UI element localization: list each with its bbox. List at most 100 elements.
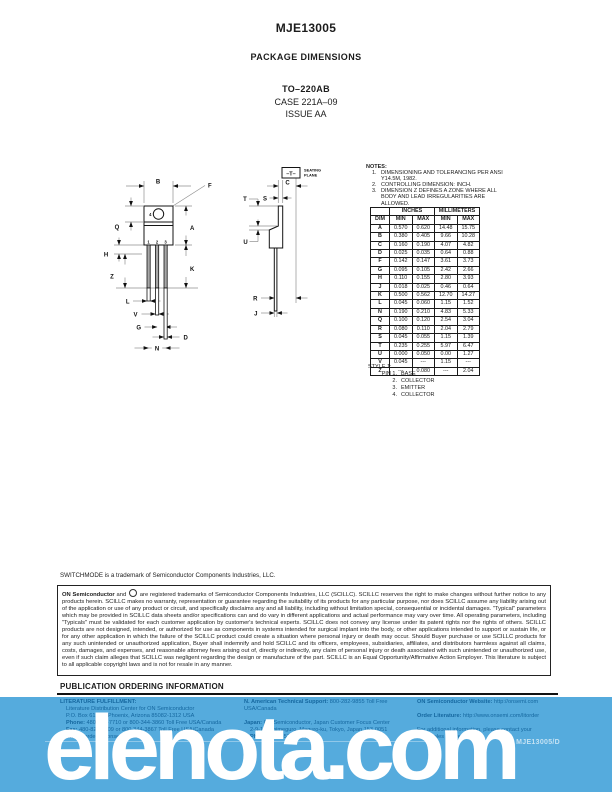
dim-label-j: J — [254, 311, 257, 317]
mounting-hole — [152, 208, 165, 220]
dim-label-g: G — [136, 325, 141, 331]
dim-label-r: R — [253, 296, 258, 302]
seating-plane-label-line1: SEATING — [304, 168, 321, 173]
footer-line: Fax: 480-829-7709 or 800-344-3867 Toll F… — [66, 727, 214, 733]
dim-label-b: B — [156, 180, 161, 186]
package-name: TO–220AB — [282, 84, 330, 94]
footer-line: local Sales Representative. — [417, 734, 485, 740]
document-number: MJE13005/D — [516, 739, 560, 746]
footer-column: N. American Technical Support: 800-282-9… — [244, 699, 390, 741]
millimeters-group-header: MILLIMETERS — [434, 206, 480, 217]
dim-label-f: F — [208, 184, 212, 190]
footer-line: 2-9-1 Kamimeguro, Meguro-ku, Tokyo, Japa… — [250, 727, 388, 733]
dim-label-d: D — [184, 335, 189, 341]
note-item: 1.DIMENSIONING AND TOLERANCING PER ANSI … — [372, 170, 503, 183]
footer-line: Order Literature: http://www.onsemi.com/… — [417, 713, 540, 719]
pin-3-label: 3 — [164, 239, 167, 244]
pin-2-label: 2 — [156, 239, 159, 244]
dim-label-u: U — [243, 240, 247, 246]
note-item: 3.DIMENSION Z DEFINES A ZONE WHERE ALL B… — [372, 188, 497, 207]
footer-line: USA/Canada — [244, 706, 277, 712]
trademark-note: SWITCHMODE is a trademark of Semiconduct… — [60, 572, 276, 579]
watermark-band: LITERATURE FULFILLMENT:Literature Distri… — [0, 697, 612, 799]
package-body-front — [143, 205, 174, 246]
side-profile — [268, 205, 284, 249]
disclaimer-text: are registered trademarks of Semiconduct… — [62, 592, 546, 669]
package-identification: TO–220AB CASE 221A–09 ISSUE AA — [0, 83, 612, 121]
disclaimer-conjunction: and — [114, 592, 128, 598]
footer-line: Phone: 480-829-7710 or 800-344-3860 Toll… — [66, 720, 222, 726]
front-view: 4 1 2 3 B F Q A K H Z L V G D N — [104, 180, 212, 353]
footer-line: Literature Distribution Center for ON Se… — [66, 706, 195, 712]
footer-line: For additional information, please conta… — [417, 727, 532, 733]
lead-1 — [146, 244, 151, 289]
style-heading: STYLE 1: — [368, 364, 392, 370]
dim-row: Z---0.080---2.04 — [370, 366, 480, 377]
lead-3 — [163, 244, 168, 289]
package-issue: ISSUE AA — [285, 109, 327, 119]
dimension-lines-side — [249, 178, 308, 317]
dimension-table-column-header: DIM MIN MAX MIN MAX — [370, 215, 480, 225]
side-lead — [273, 247, 278, 312]
footer-line: Japan: ON Semiconductor, Japan Customer … — [244, 720, 390, 726]
footer-line: ON Semiconductor Website: http://onsemi.… — [417, 699, 539, 705]
dim-label-k: K — [190, 267, 195, 273]
package-drawing: 4 1 2 3 B F Q A K H Z L V G D N — [104, 167, 321, 353]
inches-group-header: INCHES — [389, 206, 435, 217]
seating-plane-datum-box — [281, 167, 301, 179]
package-case: CASE 221A–09 — [274, 96, 338, 107]
dim-label-h: H — [104, 253, 108, 259]
watermark-text: elenota.com — [44, 697, 521, 799]
section-divider — [57, 693, 558, 695]
footer-line: Phone: 81-3-5773-3850 — [250, 734, 311, 740]
dim-label-v: V — [133, 312, 137, 318]
dim-label-a: A — [190, 226, 195, 232]
footer-line: LITERATURE FULFILLMENT: — [60, 699, 137, 705]
footer-separator — [45, 741, 427, 742]
page-title: MJE13005 — [275, 21, 337, 35]
note-item: 2.CONTROLLING DIMENSION: INCH. — [372, 182, 472, 189]
footer-column: LITERATURE FULFILLMENT:Literature Distri… — [60, 699, 221, 741]
pin-function-row: 2.COLLECTOR — [392, 377, 435, 384]
seating-plane-ref-label: –T– — [286, 172, 295, 178]
dim-label-t: T — [243, 197, 247, 203]
disclaimer-lead: ON Semiconductor — [62, 592, 115, 598]
dim-label-n: N — [155, 346, 159, 352]
pin-function-row: 4.COLLECTOR — [392, 391, 435, 398]
seating-plane-label-line2: PLANE — [304, 172, 318, 177]
dim-label-q: Q — [115, 225, 120, 231]
notes-list: 1.DIMENSIONING AND TOLERANCING PER ANSI … — [366, 170, 512, 207]
dim-label-z: Z — [110, 275, 114, 281]
dimension-table-group-header: INCHES MILLIMETERS — [370, 206, 480, 217]
footer-line: P.O. Box 61312, Phoenix, Arizona 85082-1… — [66, 713, 195, 719]
pin-1-label: 1 — [147, 239, 150, 244]
dim-label-s: S — [263, 196, 267, 202]
pin-function-row: 3.EMITTER — [392, 384, 426, 391]
pin-function-row: PIN 1.BASE — [381, 370, 416, 377]
footer-column: ON Semiconductor Website: http://onsemi.… — [417, 699, 539, 741]
pin-4-label: 4 — [149, 212, 152, 217]
footer-line: Email: orderlit@onsemi.com — [66, 734, 138, 740]
on-semiconductor-logo-icon — [128, 589, 137, 597]
notes-heading: NOTES: — [366, 164, 387, 170]
notes-section: NOTES: 1.DIMENSIONING AND TOLERANCING PE… — [366, 164, 512, 207]
footer-line: N. American Technical Support: 800-282-9… — [244, 699, 388, 705]
dimension-table: INCHES MILLIMETERS DIM MIN MAX MIN MAX A… — [370, 206, 480, 377]
legal-disclaimer-box: ON Semiconductor and are registered trad… — [57, 585, 551, 676]
